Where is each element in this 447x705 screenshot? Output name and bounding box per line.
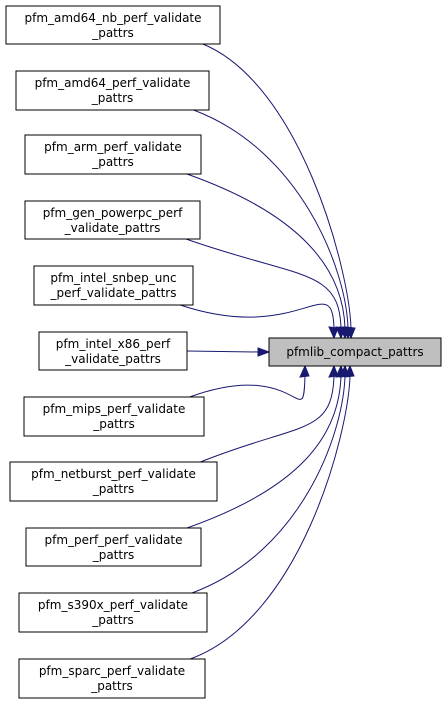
caller-node-box[interactable] — [18, 658, 206, 699]
call-edges — [180, 43, 356, 660]
caller-node-label-line2[interactable]: _perf_validate_pattrs — [50, 286, 177, 300]
caller-node-label-line1[interactable]: pfm_arm_perf_validate — [44, 140, 182, 154]
caller-node-box[interactable] — [23, 396, 205, 437]
caller-node-box[interactable] — [33, 265, 194, 306]
caller-node-label-line2[interactable]: _pattrs — [91, 155, 134, 169]
caller-node-label-line2[interactable]: _validate_pattrs — [64, 352, 161, 366]
call-edge — [191, 375, 346, 594]
caller-node-label-line2[interactable]: _pattrs — [91, 91, 134, 105]
target-node[interactable]: pfmlib_compact_pattrs — [268, 337, 442, 367]
caller-node[interactable]: pfm_sparc_perf_validate_pattrs — [18, 658, 206, 699]
arrowhead-icon — [328, 326, 339, 340]
caller-node[interactable]: pfm_intel_x86_perf_validate_pattrs — [38, 331, 188, 371]
caller-node-box[interactable] — [25, 527, 202, 567]
caller-node-label-line2[interactable]: _pattrs — [92, 417, 135, 431]
caller-node[interactable]: pfm_amd64_nb_perf_validate_pattrs — [5, 5, 221, 45]
caller-node-box[interactable] — [38, 331, 188, 371]
caller-node-label-line1[interactable]: pfm_s390x_perf_validate — [38, 598, 188, 612]
arrowhead-icon — [257, 347, 271, 357]
caller-node-label-line1[interactable]: pfm_mips_perf_validate — [43, 402, 186, 416]
call-edge — [200, 375, 335, 463]
arrowhead-icon — [299, 364, 310, 378]
caller-node-box[interactable] — [15, 70, 210, 111]
call-edge — [189, 375, 306, 400]
call-edge — [185, 238, 342, 329]
caller-node[interactable]: pfm_amd64_perf_validate_pattrs — [15, 70, 210, 111]
caller-node-box[interactable] — [18, 592, 208, 633]
call-edge — [189, 375, 351, 660]
caller-node-label-line2[interactable]: _validate_pattrs — [64, 221, 161, 235]
caller-node-box[interactable] — [24, 134, 202, 175]
target-node-label[interactable]: pfmlib_compact_pattrs — [286, 345, 423, 359]
caller-node-box[interactable] — [5, 5, 221, 45]
caller-node-label-line1[interactable]: pfm_gen_powerpc_perf — [43, 206, 183, 220]
caller-node-label-line2[interactable]: _pattrs — [91, 26, 134, 40]
target-node-box[interactable] — [268, 337, 442, 367]
caller-node-label-line1[interactable]: pfm_intel_snbep_unc — [50, 271, 176, 285]
caller-node-label-line2[interactable]: _pattrs — [90, 679, 133, 693]
caller-node[interactable]: pfm_perf_perf_validate_pattrs — [25, 527, 202, 567]
call-edge — [180, 303, 335, 329]
caller-node-label-line2[interactable]: _pattrs — [92, 482, 135, 496]
caller-node-label-line1[interactable]: pfm_intel_x86_perf — [56, 337, 171, 351]
call-edge — [186, 375, 342, 529]
arrowhead-icon — [344, 364, 355, 378]
caller-node-label-line2[interactable]: _pattrs — [92, 548, 135, 562]
arrowhead-icon — [328, 364, 339, 378]
call-edge — [193, 109, 349, 329]
caller-node[interactable]: pfm_intel_snbep_unc_perf_validate_pattrs — [33, 265, 194, 306]
caller-nodes: pfm_amd64_nb_perf_validate_pattrspfm_amd… — [5, 5, 221, 699]
caller-node-label-line1[interactable]: pfm_amd64_perf_validate — [35, 76, 191, 90]
call-edge — [202, 43, 352, 329]
caller-node-label-line2[interactable]: _pattrs — [91, 613, 134, 627]
caller-node-label-line1[interactable]: pfm_amd64_nb_perf_validate — [24, 11, 201, 25]
caller-node-label-line1[interactable]: pfm_netburst_perf_validate — [31, 467, 196, 481]
caller-node-label-line1[interactable]: pfm_perf_perf_validate — [44, 533, 182, 547]
call-edge — [186, 350, 260, 353]
caller-node-box[interactable] — [24, 200, 201, 240]
caller-node-box[interactable] — [9, 461, 218, 502]
caller-node[interactable]: pfm_netburst_perf_validate_pattrs — [9, 461, 218, 502]
arrowhead-icon — [335, 326, 346, 340]
caller-node[interactable]: pfm_arm_perf_validate_pattrs — [24, 134, 202, 175]
caller-node[interactable]: pfm_mips_perf_validate_pattrs — [23, 396, 205, 437]
call-edge — [186, 173, 346, 329]
caller-node[interactable]: pfm_s390x_perf_validate_pattrs — [18, 592, 208, 633]
caller-node-label-line1[interactable]: pfm_sparc_perf_validate — [39, 664, 185, 678]
caller-node[interactable]: pfm_gen_powerpc_perf_validate_pattrs — [24, 200, 201, 240]
